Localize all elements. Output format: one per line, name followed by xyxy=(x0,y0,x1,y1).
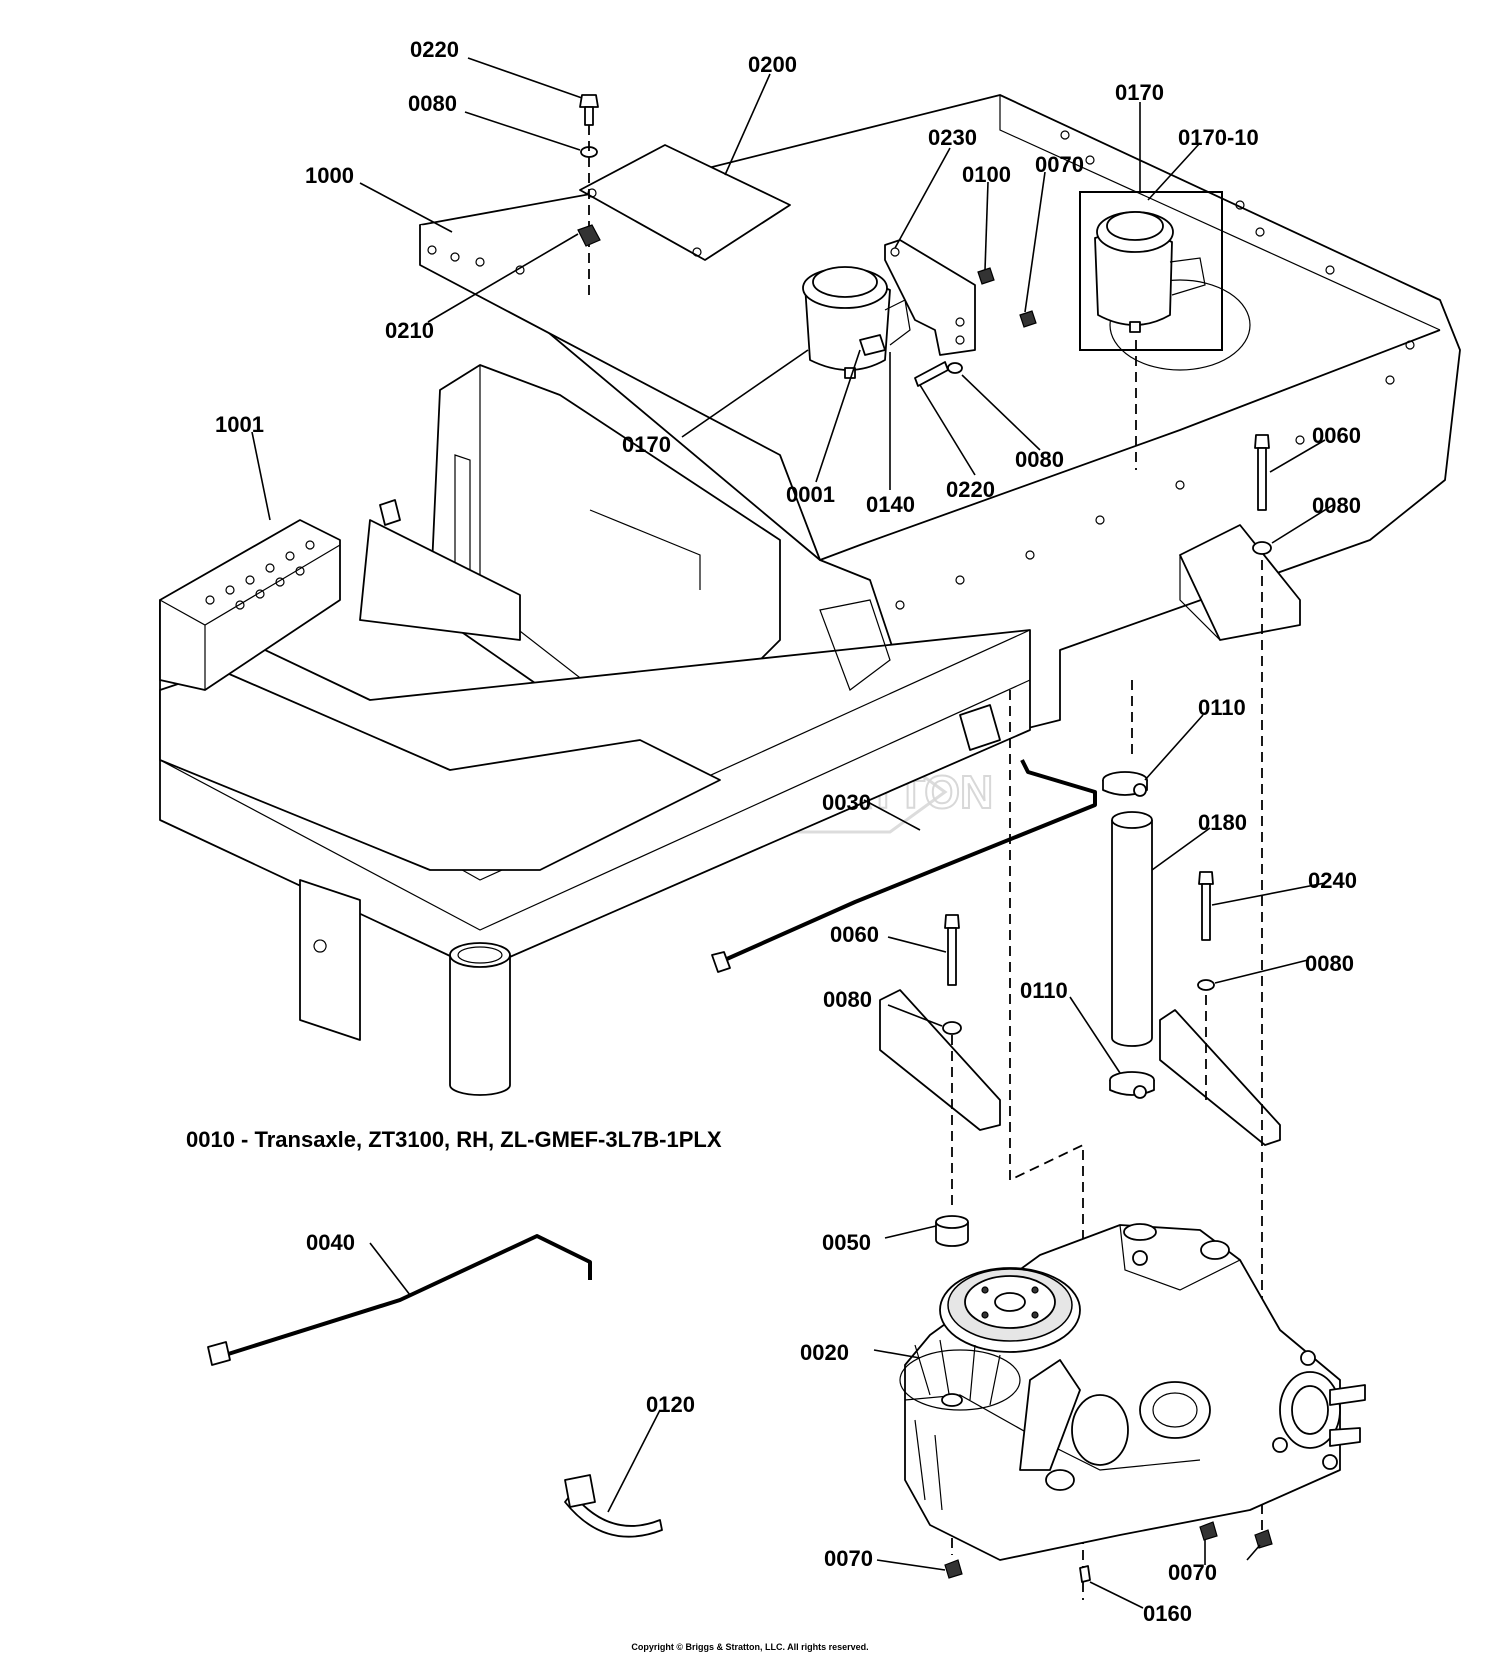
callout-0030: 0030 xyxy=(822,790,871,815)
routing-dash xyxy=(1009,690,1084,1600)
callout-0110-top: 0110 xyxy=(1198,695,1246,720)
nut-0070-top xyxy=(1019,310,1037,328)
callout-0020: 0020 xyxy=(800,1340,849,1365)
callout-0110-bottom: 0110 xyxy=(1020,978,1068,1003)
callout-0240: 0240 xyxy=(1308,868,1357,893)
clamp-0110-bottom xyxy=(1109,1071,1155,1099)
bolt-0060-left xyxy=(942,914,962,1035)
leader-lines xyxy=(251,57,1334,1609)
callout-0001: 0001 xyxy=(786,482,835,507)
callout-0080-side: 0080 xyxy=(1015,447,1064,472)
callout-0220-side: 0220 xyxy=(946,477,995,502)
callout-0100: 0100 xyxy=(962,162,1011,187)
callout-0040: 0040 xyxy=(306,1230,355,1255)
callout-0070-top: 0070 xyxy=(1035,152,1084,177)
rod-0040-end xyxy=(207,1341,231,1366)
callout-0060-right: 0060 xyxy=(1312,423,1361,448)
callout-labels: 0220 0080 0200 1000 0210 0230 0100 0070 … xyxy=(215,37,1361,1626)
pin-0160 xyxy=(1079,1565,1091,1583)
callout-0070-left: 0070 xyxy=(824,1546,873,1571)
reservoir-detail xyxy=(1079,191,1223,351)
callout-0050: 0050 xyxy=(822,1230,871,1255)
callout-0200: 0200 xyxy=(748,52,797,77)
clamp-0110-top xyxy=(1102,771,1148,797)
callout-0160: 0160 xyxy=(1143,1601,1192,1626)
callout-1000: 1000 xyxy=(305,163,354,188)
control-panel xyxy=(159,499,401,691)
spacer-0050 xyxy=(935,1215,969,1247)
transaxle-0020 xyxy=(899,1223,1366,1561)
bolt-0060-right xyxy=(1252,434,1272,555)
washer-0080-side xyxy=(947,362,963,374)
rod-0040 xyxy=(224,1234,592,1357)
callout-0220-top: 0220 xyxy=(410,37,459,62)
clip-0120 xyxy=(564,1474,663,1538)
callout-0060-left: 0060 xyxy=(830,922,879,947)
nut-0070-mid xyxy=(1199,1521,1218,1541)
nut-0070-right xyxy=(1254,1529,1273,1549)
rod-0030 xyxy=(719,759,1097,964)
diagram-title: 0010 - Transaxle, ZT3100, RH, ZL-GMEF-3L… xyxy=(186,1127,722,1152)
callout-0180: 0180 xyxy=(1198,810,1247,835)
rod-0030-end xyxy=(711,951,731,973)
callout-0230: 0230 xyxy=(928,125,977,150)
nut-0070-left xyxy=(944,1559,963,1579)
bolt-0240 xyxy=(1197,871,1215,991)
bracket-0230 xyxy=(884,239,976,356)
panel-holes xyxy=(205,540,315,610)
callout-0080-top: 0080 xyxy=(408,91,457,116)
callout-0210: 0210 xyxy=(385,318,434,343)
callout-0170-10: 0170-10 xyxy=(1178,125,1259,150)
callout-1001: 1001 xyxy=(215,412,264,437)
hose-0180 xyxy=(1111,811,1153,1047)
callout-0170-box: 0170 xyxy=(1115,80,1164,105)
reservoir-left xyxy=(802,266,911,379)
callout-0170-left: 0170 xyxy=(622,432,671,457)
nut-0100 xyxy=(977,267,995,285)
callout-0080-right: 0080 xyxy=(1312,493,1361,518)
frame-holes xyxy=(427,130,1415,610)
callout-0080-lower-right: 0080 xyxy=(1305,951,1354,976)
copyright-text: Copyright © Briggs & Stratton, LLC. All … xyxy=(631,1642,868,1652)
bolt-0220-top xyxy=(577,94,601,295)
callout-0070-mid: 0070 xyxy=(1168,1560,1217,1585)
cover-plate xyxy=(579,144,791,261)
callout-0080-left: 0080 xyxy=(823,987,872,1012)
callout-0120: 0120 xyxy=(646,1392,695,1417)
callout-0140: 0140 xyxy=(866,492,915,517)
rear-brackets xyxy=(879,524,1301,1146)
